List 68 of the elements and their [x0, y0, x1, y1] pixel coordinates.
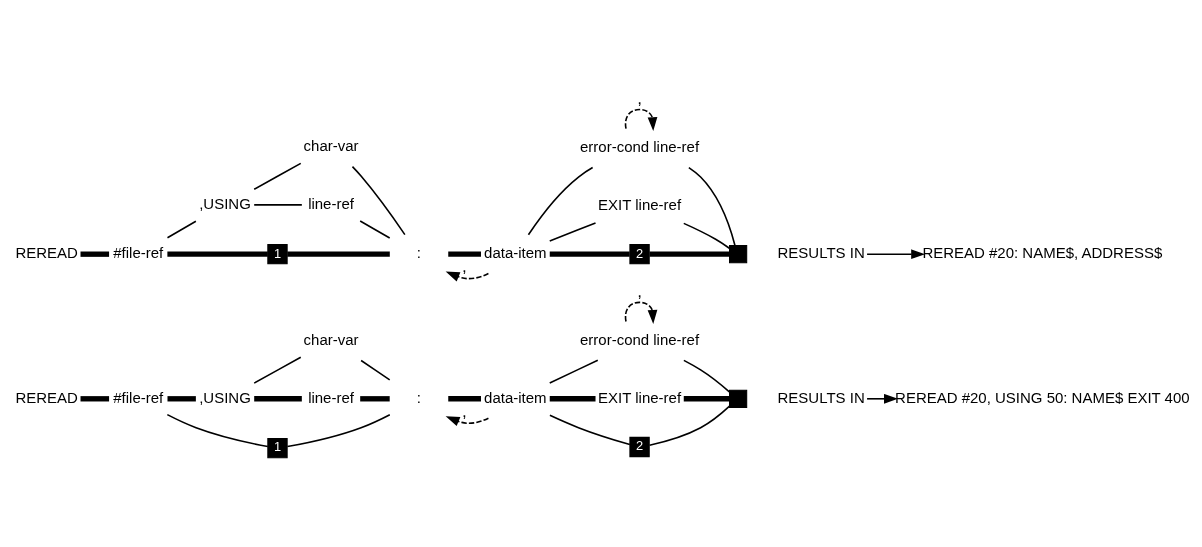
connector: [527, 166, 594, 236]
node-box: 2: [629, 436, 650, 457]
connector: [167, 395, 196, 401]
node-text: char-var: [303, 136, 359, 154]
connector: [683, 395, 730, 401]
connector: [448, 395, 481, 401]
connector: [648, 404, 731, 446]
connector: [253, 162, 302, 190]
connector: [549, 251, 630, 257]
node-text: REREAD #20, USING 50: NAME$ EXIT 400: [895, 388, 1190, 406]
connector: [448, 251, 481, 257]
node-box: 2: [629, 243, 650, 264]
connector: [167, 251, 268, 257]
arrow: [445, 271, 490, 281]
connector: [548, 358, 599, 384]
node-text: error-cond line-ref: [580, 137, 700, 155]
node-text: ,USING: [199, 388, 251, 406]
edge-label: ,: [462, 255, 467, 276]
edge-label: ,: [462, 400, 467, 421]
node-text: line-ref: [308, 388, 354, 406]
node-box: [729, 389, 748, 408]
node-text: REREAD: [15, 388, 78, 406]
arrow: [866, 393, 898, 404]
connector: [253, 203, 303, 206]
node-text: REREAD: [15, 243, 78, 261]
node-box: [729, 244, 748, 263]
node-box: 1: [267, 243, 288, 264]
node-text: char-var: [303, 330, 359, 348]
connector: [549, 395, 596, 401]
node-text: REREAD #20: NAME$, ADDRESS$: [922, 243, 1163, 261]
connector: [287, 251, 390, 257]
connector: [80, 395, 110, 401]
node-text: RESULTS IN: [777, 388, 865, 406]
node-box: 1: [267, 437, 288, 458]
connector: [360, 359, 391, 381]
connector: [549, 414, 631, 445]
connector: [286, 413, 391, 447]
node-text: #file-ref: [113, 243, 164, 261]
connector: [548, 221, 597, 242]
connector: [682, 222, 731, 249]
arrow: [624, 108, 658, 131]
arrow: [624, 301, 658, 324]
node-text: EXIT line-ref: [598, 388, 682, 406]
node-text: ,USING: [199, 194, 251, 212]
connector: [360, 395, 390, 401]
connector: [351, 165, 406, 235]
connector: [166, 413, 269, 447]
node-text: EXIT line-ref: [598, 195, 682, 213]
connector: [359, 219, 391, 239]
arrow: [445, 415, 490, 426]
node-text: :: [416, 243, 421, 261]
node-text: line-ref: [308, 194, 354, 212]
connector: [253, 355, 302, 384]
node-text: :: [416, 388, 421, 406]
node-text: error-cond line-ref: [580, 330, 700, 348]
connector: [166, 219, 197, 239]
connector: [688, 166, 736, 246]
connector: [683, 359, 731, 393]
node-text: data-item: [484, 243, 547, 261]
connector: [254, 395, 302, 401]
node-text: data-item: [484, 388, 547, 406]
node-text: #file-ref: [113, 388, 164, 406]
connector: [80, 251, 110, 257]
connector: [649, 251, 730, 257]
edge-label: ,: [637, 87, 642, 108]
node-text: RESULTS IN: [777, 243, 865, 261]
arrow: [866, 248, 926, 259]
edge-label: ,: [637, 280, 642, 301]
